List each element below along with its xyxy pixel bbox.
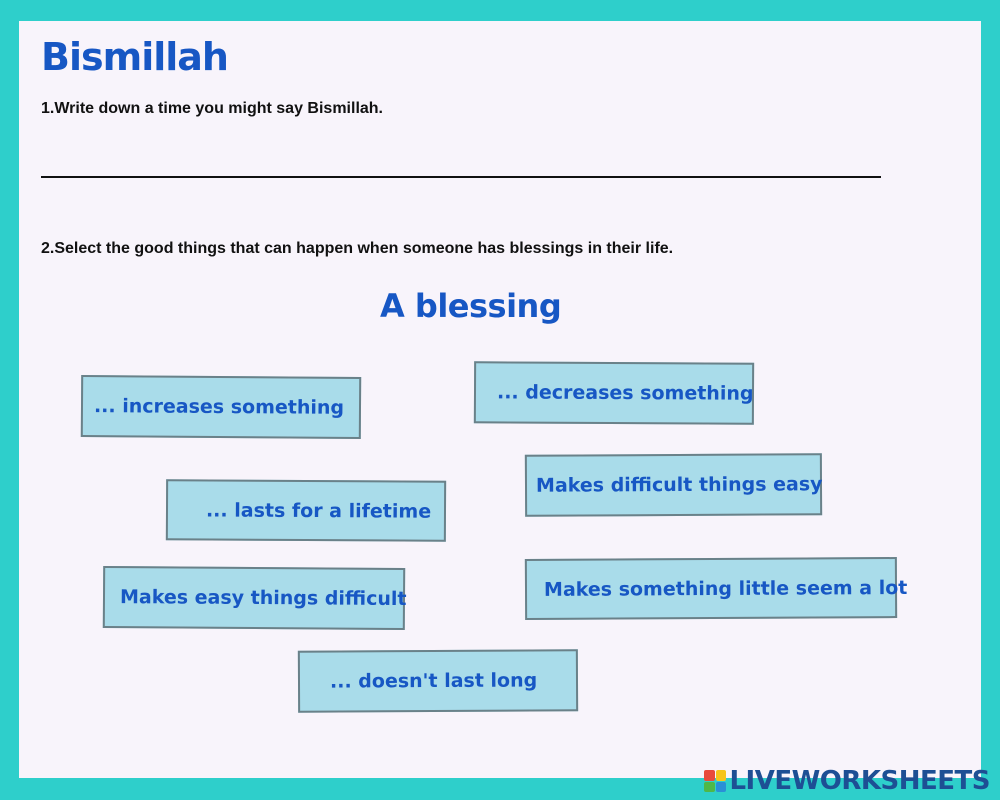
liveworksheets-wordmark: LIVEWORKSHEETS <box>729 766 990 796</box>
logo-square-icon <box>704 770 715 781</box>
logo-square-icon <box>704 781 715 792</box>
option-card-lasts-lifetime[interactable]: ... lasts for a lifetime <box>165 479 447 542</box>
liveworksheets-branding: LIVEWORKSHEETS <box>704 766 990 796</box>
option-card-decreases[interactable]: ... decreases something <box>473 361 755 425</box>
worksheet-title: Bismillah <box>41 35 229 79</box>
option-card-doesnt-last[interactable]: ... doesn't last long <box>297 649 579 713</box>
logo-square-icon <box>715 781 727 792</box>
liveworksheets-logo-icon <box>704 770 727 792</box>
question-2: 2.Select the good things that can happen… <box>41 240 674 257</box>
question-1: 1.Write down a time you might say Bismil… <box>41 100 383 117</box>
answer-input-line[interactable] <box>41 176 881 178</box>
blessing-heading: A blessing <box>380 287 562 325</box>
option-card-easy-difficult[interactable]: Makes easy things difficult <box>102 565 407 631</box>
logo-square-icon <box>715 770 727 781</box>
option-card-difficult-easy[interactable]: Makes difficult things easy <box>524 453 823 517</box>
option-card-little-seem-lot[interactable]: Makes something little seem a lot <box>524 557 907 620</box>
worksheet-page: Bismillah 1.Write down a time you might … <box>19 21 981 778</box>
option-card-increases[interactable]: ... increases something <box>80 375 362 439</box>
